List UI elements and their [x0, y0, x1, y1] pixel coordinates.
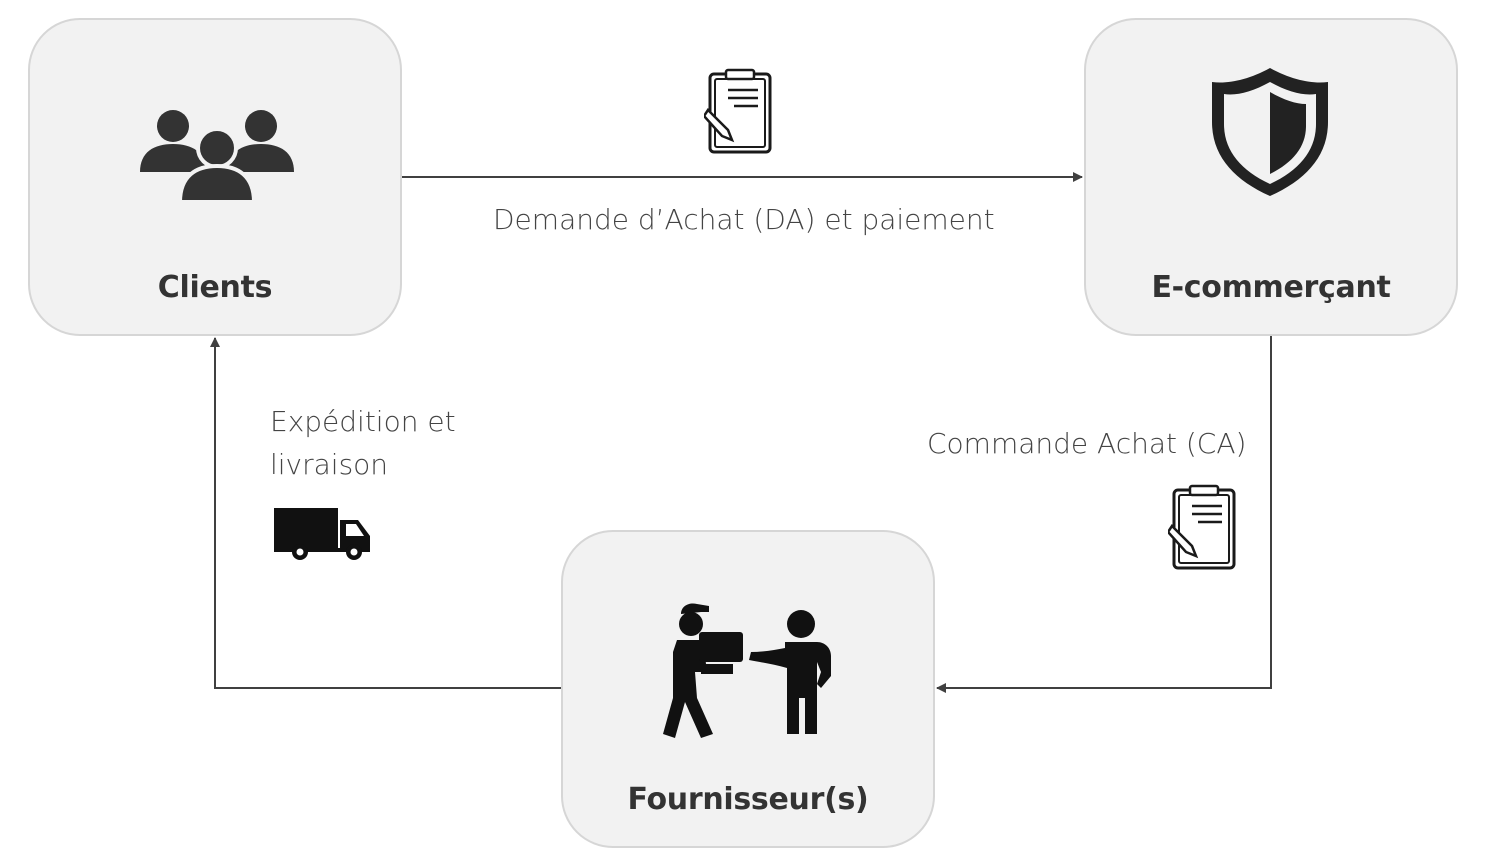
edge-purchase-order-line — [936, 336, 1272, 693]
clipboard-icon — [704, 68, 772, 154]
node-clients: Clients — [28, 18, 402, 336]
node-supplier-label: Fournisseur(s) — [627, 782, 869, 817]
users-group-icon — [140, 110, 294, 204]
node-merchant-label: E-commerçant — [1151, 270, 1391, 305]
node-clients-label: Clients — [157, 270, 273, 305]
edge-purchase-request-label: Demande d’Achat (DA) et paiement — [493, 203, 995, 236]
node-supplier: Fournisseur(s) — [561, 530, 935, 848]
node-merchant: E-commerçant — [1084, 18, 1458, 336]
edge-shipping-label-line2: livraison — [270, 448, 389, 481]
edge-purchase-order-label: Commande Achat (CA) — [927, 427, 1247, 460]
package-handover-icon — [663, 603, 831, 738]
clipboard-icon — [1168, 484, 1236, 570]
truck-icon — [274, 508, 370, 560]
shield-icon — [1212, 68, 1328, 196]
edge-shipping-label-line1: Expédition et — [270, 405, 456, 438]
edge-shipping-line — [210, 337, 561, 689]
